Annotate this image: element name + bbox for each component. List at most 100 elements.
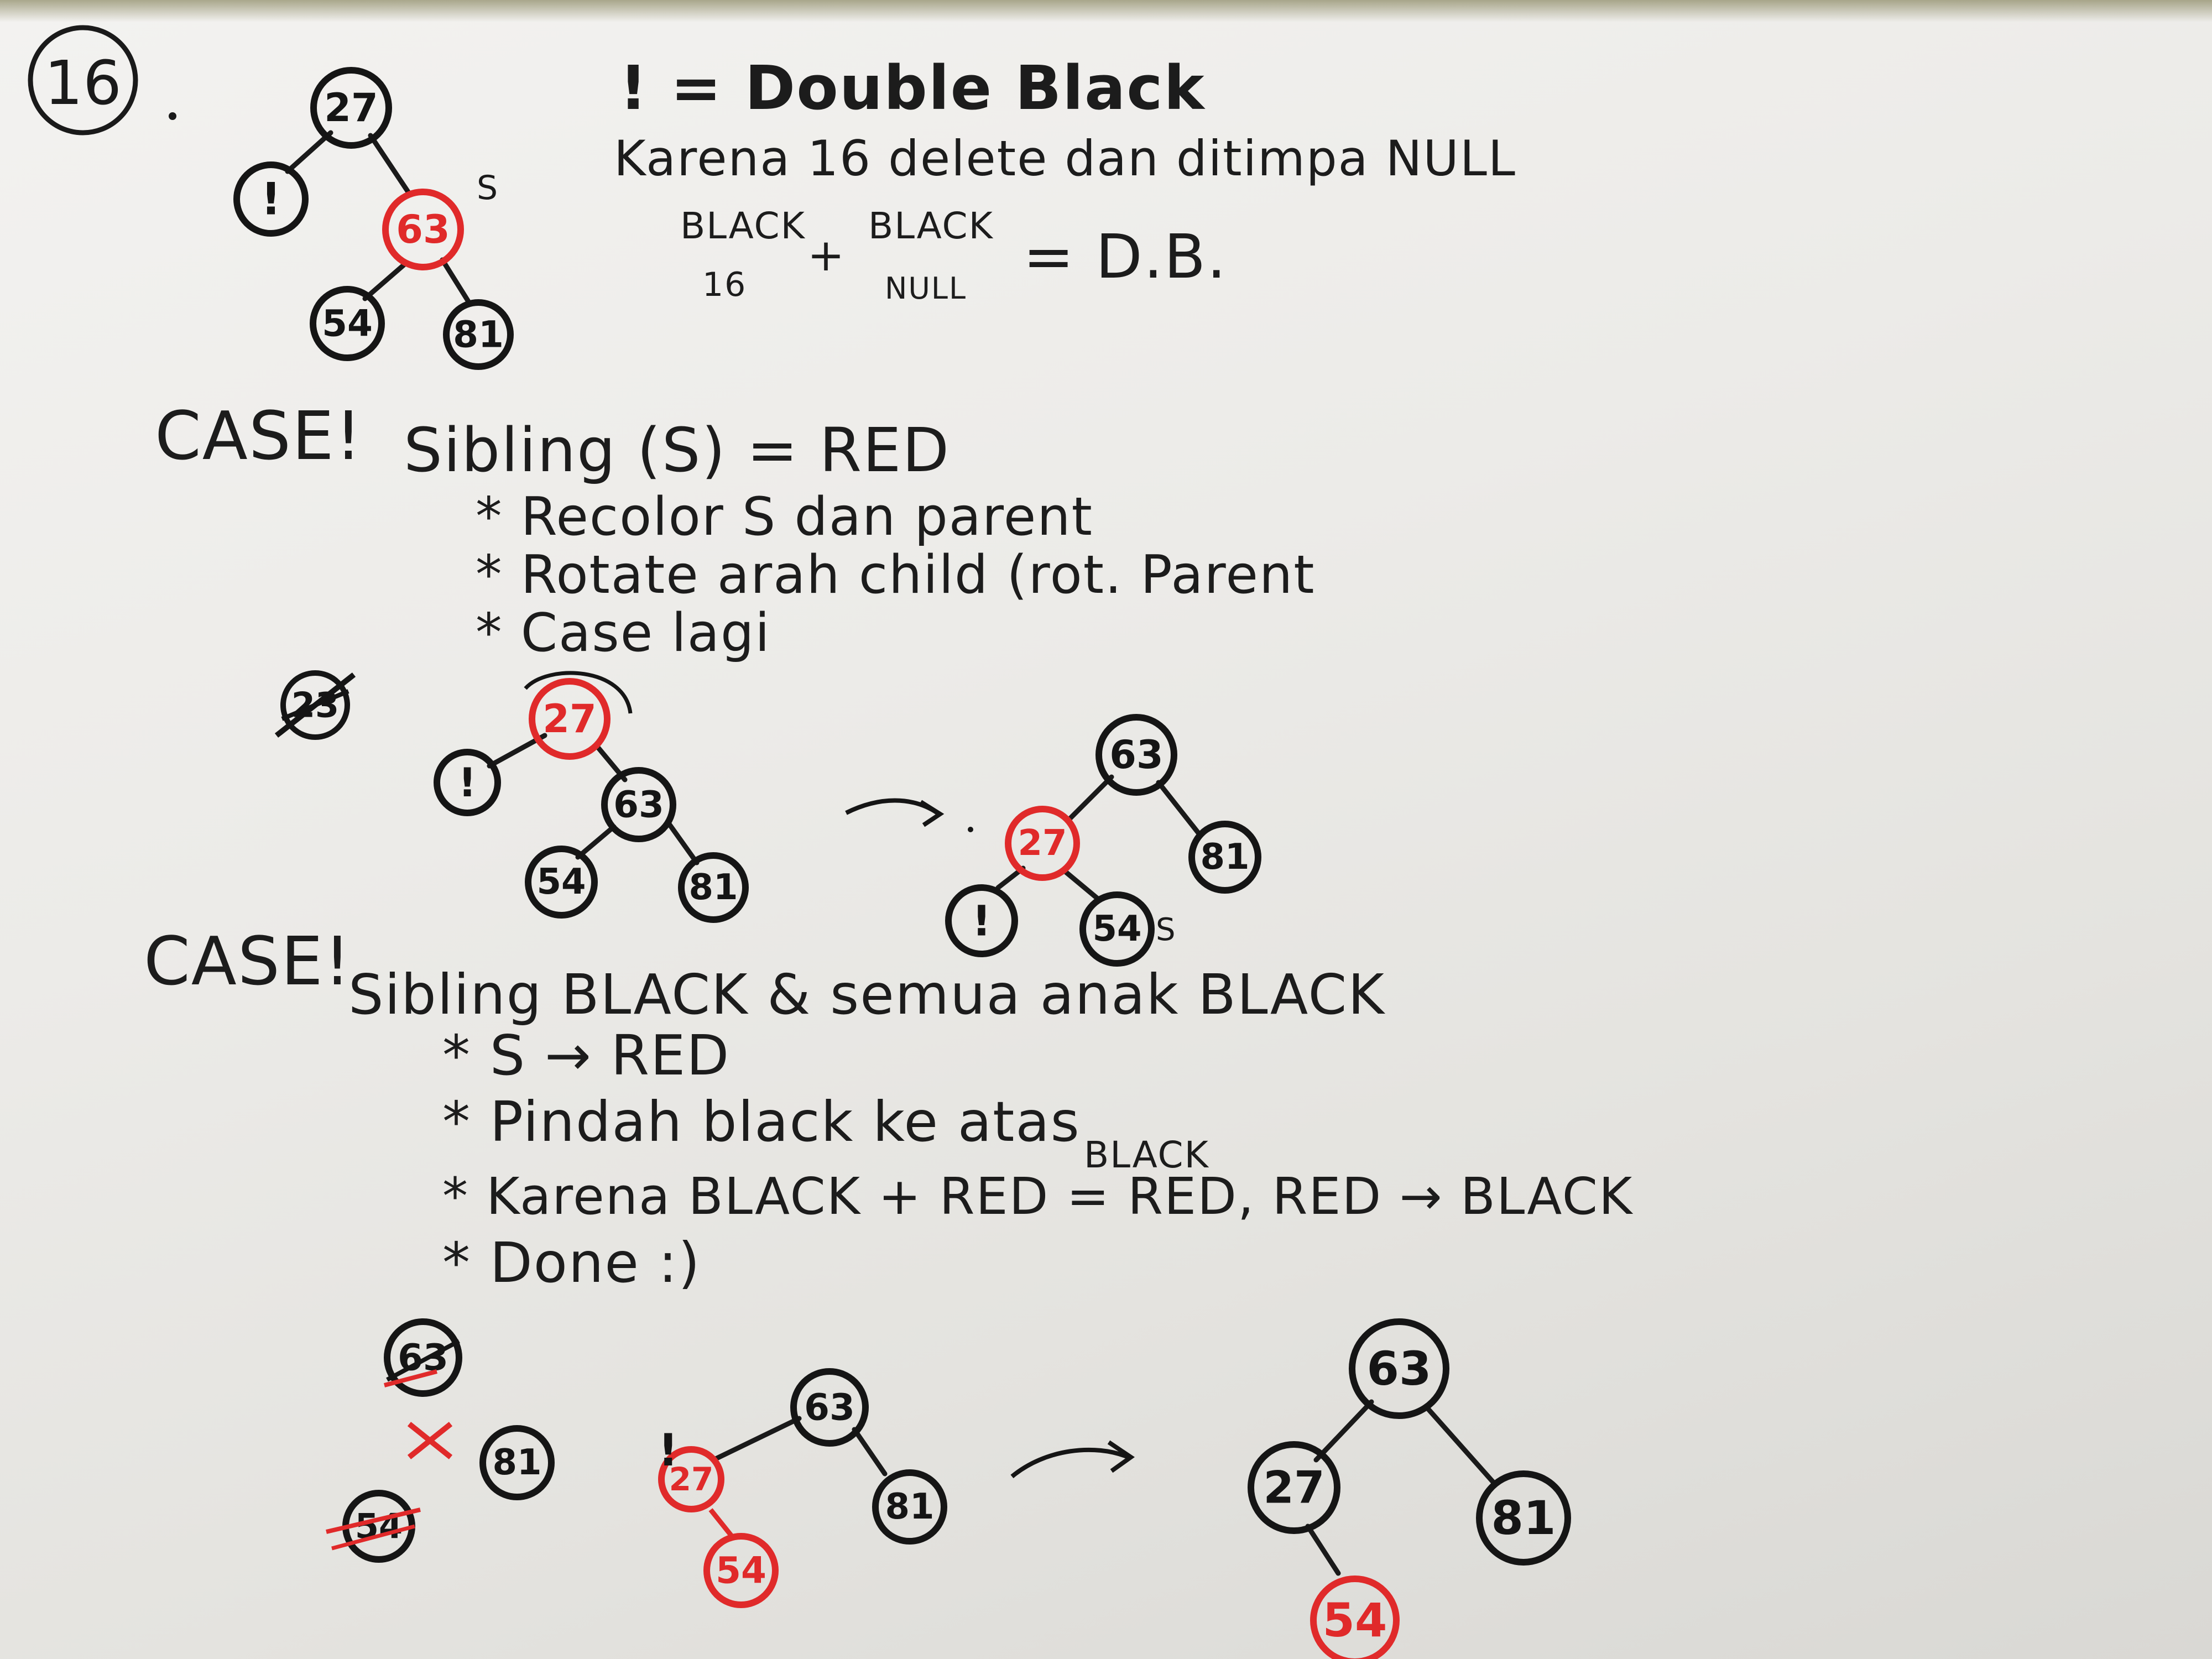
tree1a-node-0: 27: [529, 678, 611, 760]
edge: [666, 821, 700, 865]
formula-term2-top: BLACK: [868, 205, 994, 247]
tree1a-node-3: 54: [525, 846, 598, 919]
tree2b-node-1: 27: [658, 1446, 724, 1512]
svg-text:81: 81: [1200, 837, 1249, 878]
legend-label: = Double Black: [670, 53, 1206, 123]
tree1b-node-0: 63: [1095, 714, 1177, 796]
tree2b-node-2: 81: [872, 1469, 947, 1545]
edge: [708, 1508, 735, 1539]
svg-text:!: !: [458, 759, 477, 806]
case1-step-1: * Recolor S dan parent: [476, 487, 1093, 547]
crossed-label: 23: [274, 670, 356, 740]
edge: [1067, 774, 1114, 821]
svg-text:54: 54: [1323, 1593, 1387, 1647]
legend-symbol: !: [619, 53, 649, 123]
formula-term2-bottom: NULL: [885, 271, 967, 306]
edge: [368, 133, 412, 196]
transform-arrow-2: [1010, 1447, 1129, 1479]
case2-title: CASE!: [144, 924, 352, 1000]
svg-text:54: 54: [536, 862, 586, 902]
svg-text:54: 54: [1092, 909, 1141, 950]
tree0-node-1: !: [233, 161, 309, 237]
case1-condition: Sibling (S) = RED: [404, 415, 951, 486]
tree2c-node-2: 81: [1476, 1470, 1571, 1566]
formula-term1-bottom: 16: [702, 265, 747, 304]
problem-number-badge: 16: [28, 25, 138, 135]
case1-title: CASE!: [155, 398, 363, 475]
tree2a-node-1: 81: [479, 1425, 555, 1500]
edge: [852, 1427, 888, 1477]
tree2c-node-0: 63: [1349, 1318, 1449, 1419]
case2-step-1: * S → RED: [442, 1023, 731, 1088]
svg-text:27: 27: [324, 85, 378, 131]
svg-text:63: 63: [804, 1386, 855, 1429]
svg-text:27: 27: [669, 1460, 714, 1498]
formula-term1-top: BLACK: [680, 205, 806, 247]
top-shadow: [0, 0, 2212, 22]
tree1b-node-3: !: [945, 884, 1018, 957]
rotate-arrow: [524, 671, 633, 714]
reason-line: Karena 16 delete dan ditimpa NULL: [614, 130, 1516, 187]
formula-plus: +: [807, 229, 846, 281]
tree-case2-after: 63 27 81 54: [1248, 1318, 1571, 1659]
tree1a-node-2: 63: [601, 767, 676, 842]
tree2c-node-3: 54: [1310, 1575, 1400, 1659]
svg-text:63: 63: [1367, 1342, 1432, 1396]
tree0-sibling-tag: S: [477, 169, 498, 207]
svg-text:63: 63: [1109, 732, 1163, 778]
edge: [440, 257, 473, 307]
tree-case1-before: 27 ! 63 54 81: [434, 671, 749, 923]
case2-step-4: * Done :): [442, 1230, 701, 1295]
svg-text:27: 27: [1018, 823, 1067, 864]
tree2b-node-0: 63: [790, 1368, 869, 1447]
tree-initial: 27 ! 63 S 54 81: [233, 67, 514, 370]
svg-text:81: 81: [453, 314, 504, 356]
edge: [285, 130, 333, 174]
tree-case2-before: 63 27 ! 81 54: [658, 1368, 947, 1608]
tree0-node-3: 54: [310, 286, 385, 361]
case2-step-3: * Karena BLACK + RED = RED, RED → BLACK: [442, 1167, 1634, 1226]
tree2b-node-3: 54: [703, 1533, 779, 1608]
tree0-node-0: 27: [310, 67, 392, 149]
svg-text:!: !: [261, 174, 281, 225]
edge: [575, 824, 617, 860]
svg-text:63: 63: [613, 784, 664, 826]
tree1b-node-4: 54: [1079, 891, 1155, 967]
dot-mark: [169, 112, 176, 120]
svg-text:27: 27: [542, 696, 596, 742]
tree1a-node-1: !: [434, 749, 501, 816]
tree0-node-4: 81: [443, 299, 514, 370]
edge: [1313, 1399, 1374, 1463]
cross-mark: [407, 1422, 453, 1459]
tree2a-node-0: 63: [384, 1318, 462, 1397]
svg-text:27: 27: [1263, 1462, 1324, 1514]
case2-annotation-above: BLACK: [1084, 1134, 1209, 1176]
svg-text:81: 81: [492, 1442, 541, 1483]
problem-number-circle: [28, 25, 138, 135]
edge: [1305, 1524, 1341, 1576]
legend-line: ! = Double Black: [619, 53, 1206, 123]
tree1b-sibling-tag: S: [1156, 912, 1176, 948]
tree0-node-2: 63: [382, 189, 464, 270]
tree1b-node-2: 81: [1188, 821, 1261, 894]
tree-case1-after: 63 27 81 ! 54 S: [945, 714, 1261, 967]
case1-step-3: * Case lagi: [476, 603, 771, 664]
svg-text:63: 63: [398, 1337, 448, 1379]
svg-text:!: !: [972, 896, 992, 946]
tree2b-doubleblack-mark: !: [658, 1425, 678, 1476]
svg-text:81: 81: [1491, 1491, 1556, 1545]
edge: [1424, 1405, 1496, 1485]
formula-result: = D.B.: [1023, 221, 1228, 292]
case2-condition: Sibling BLACK & semua anak BLACK: [348, 962, 1385, 1027]
tree-case2-sketch: 63 81 54: [326, 1318, 555, 1563]
svg-text:54: 54: [716, 1550, 766, 1592]
svg-text:81: 81: [688, 867, 738, 908]
case1-step-2: * Rotate arah child (rot. Parent: [476, 545, 1316, 606]
edge: [1156, 780, 1203, 838]
svg-text:63: 63: [396, 207, 450, 252]
tree2c-node-1: 27: [1248, 1441, 1340, 1534]
tree1b-node-1: 27: [1005, 806, 1080, 881]
edge: [711, 1416, 802, 1463]
